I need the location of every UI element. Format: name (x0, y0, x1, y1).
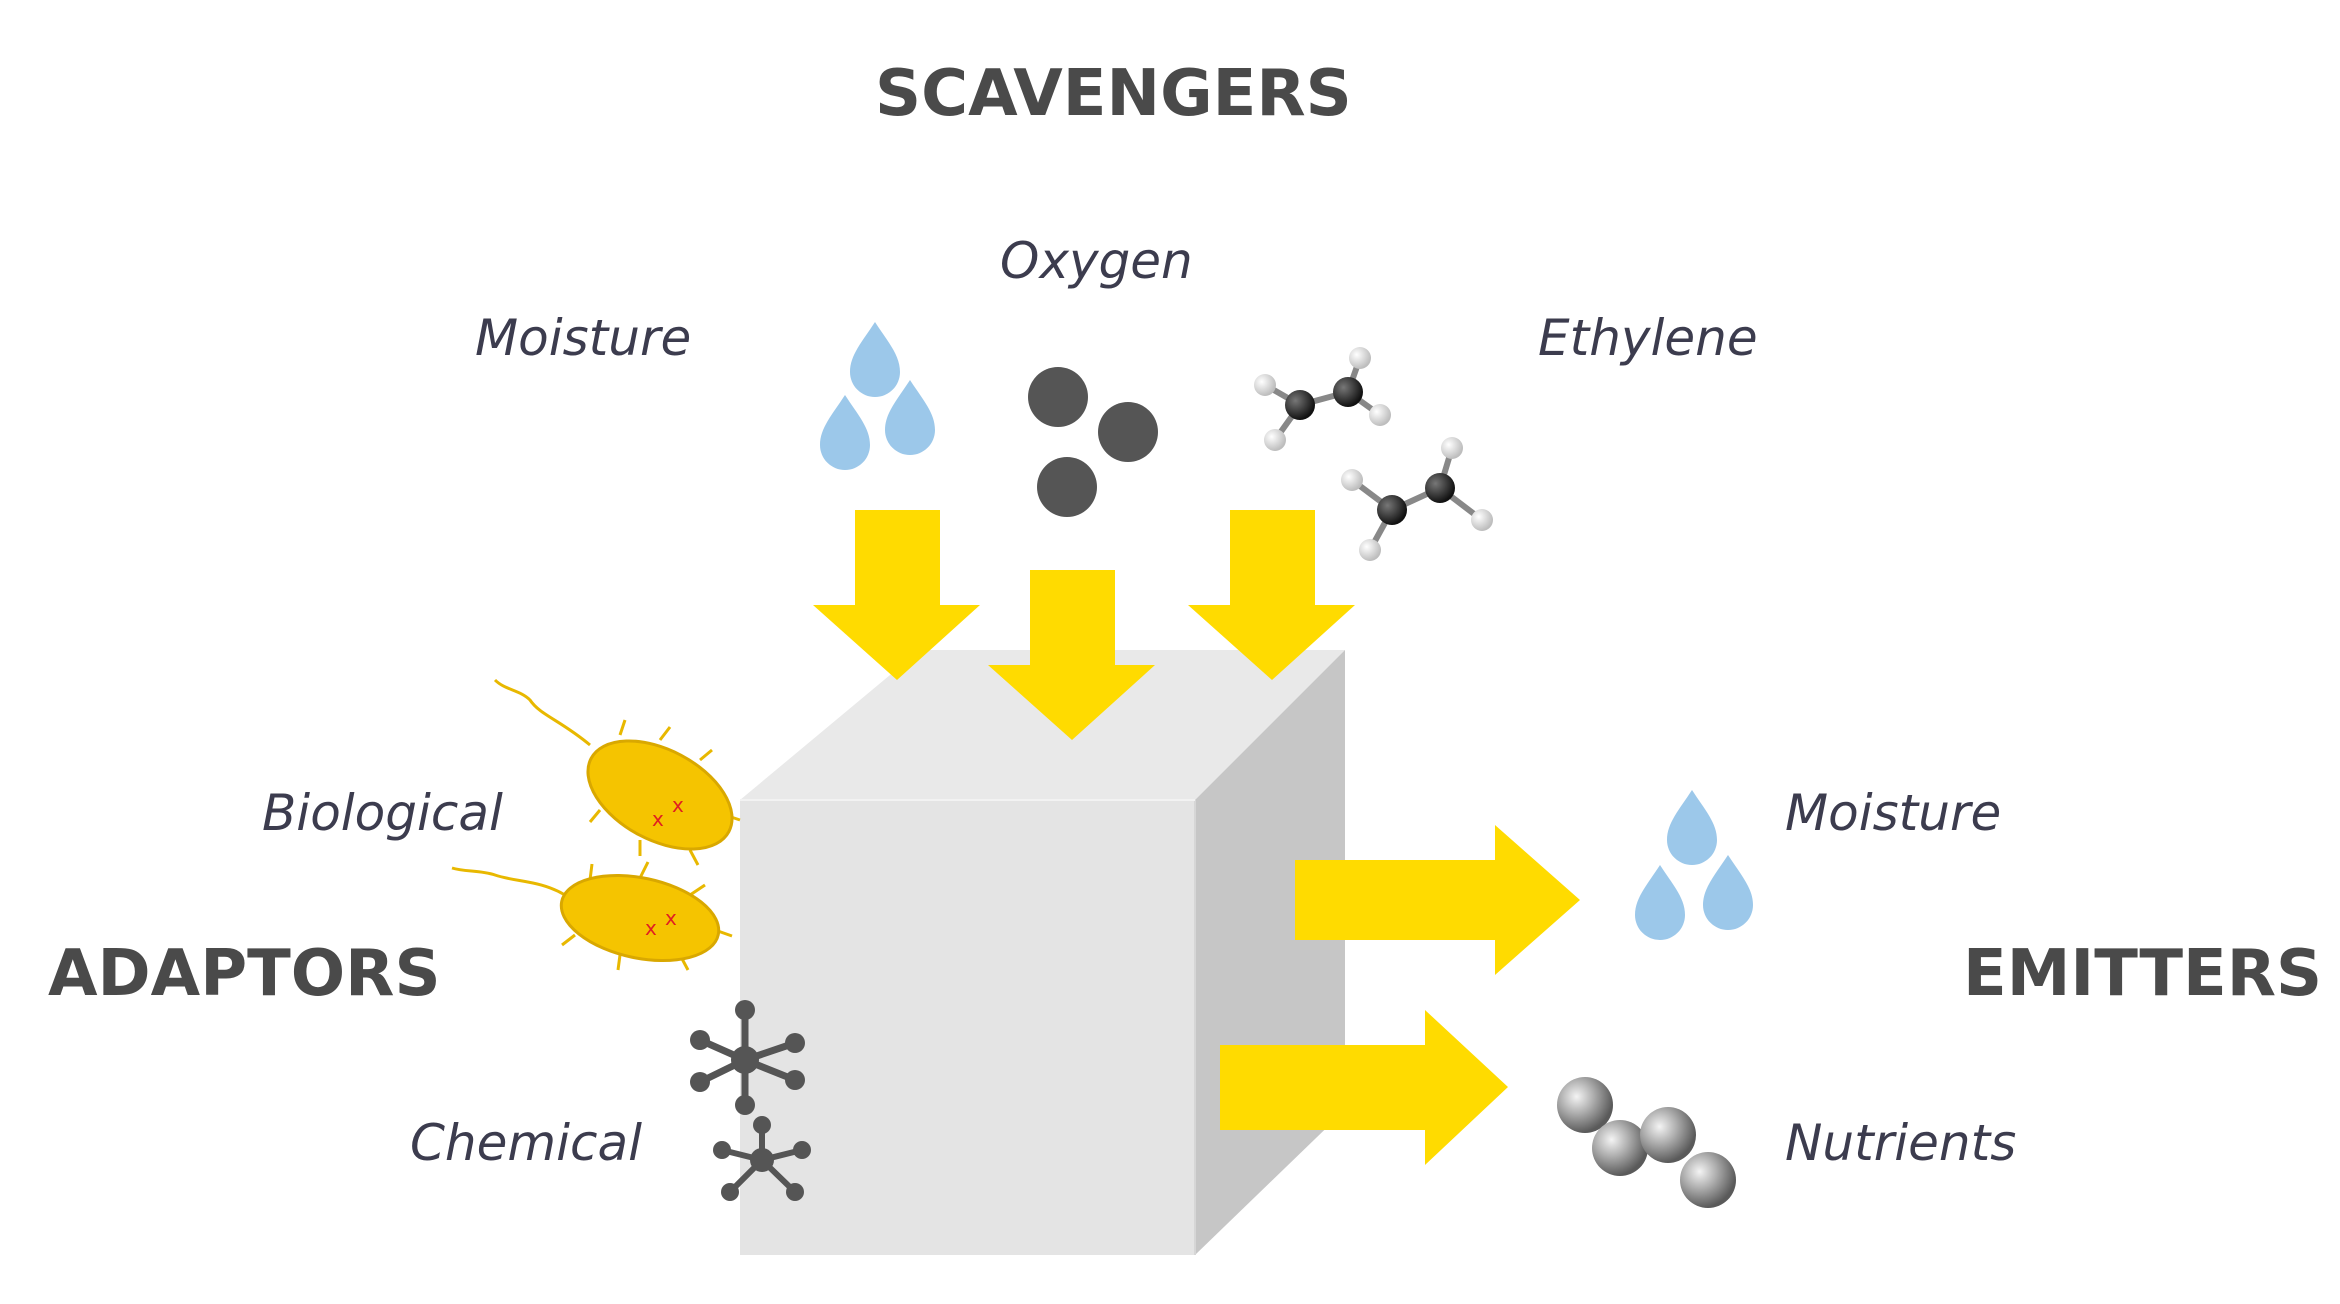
arrow-right-icon (1220, 1010, 1508, 1165)
scavengers-heading: SCAVENGERS (875, 57, 1352, 131)
ethylene-molecule-icon (1254, 347, 1391, 451)
arrow-down-icon (988, 570, 1155, 740)
emitter-nutrients-label: Nutrients (1785, 1114, 2016, 1172)
chemical-molecule-icon (690, 1000, 805, 1115)
packaging-box (740, 650, 1345, 1255)
emitter-water-drops (1635, 790, 1753, 940)
svg-text:x: x (652, 807, 664, 831)
emitter-arrows (1220, 825, 1580, 1165)
arrow-down-icon (813, 510, 980, 680)
box-top-face (740, 650, 1345, 800)
water-drop-icon (1703, 855, 1753, 930)
nutrient-sphere-icon (1557, 1077, 1613, 1133)
oxygen-molecules (1028, 367, 1158, 517)
scavenger-moisture-label: Moisture (475, 309, 691, 367)
scavenger-water-drops (820, 322, 935, 470)
chemical-molecule-icon (713, 1116, 811, 1201)
adaptors-heading: ADAPTORS (48, 937, 441, 1011)
nutrient-sphere-icon (1680, 1152, 1736, 1208)
adaptor-biological-label: Biological (262, 784, 503, 842)
scavenger-ethylene-label: Ethylene (1538, 309, 1758, 367)
nutrient-sphere-icon (1640, 1107, 1696, 1163)
water-drop-icon (885, 380, 935, 455)
emitter-moisture-label: Moisture (1785, 784, 2001, 842)
water-drop-icon (1667, 790, 1717, 865)
water-drop-icon (1635, 865, 1685, 940)
ethylene-molecule-icon (1341, 437, 1493, 561)
oxygen-molecule-icon (1028, 367, 1088, 427)
water-drop-icon (850, 322, 900, 397)
oxygen-molecule-icon (1037, 457, 1097, 517)
emitters-heading: EMITTERS (1963, 937, 2322, 1011)
bacteria-icon: x x (493, 678, 741, 866)
water-drop-icon (820, 395, 870, 470)
arrow-down-icon (1188, 510, 1355, 680)
scavenger-arrows (813, 510, 1355, 740)
arrow-right-icon (1295, 825, 1580, 975)
nutrient-sphere-icon (1592, 1120, 1648, 1176)
bacteria-icon: x x (451, 861, 733, 971)
adaptor-chemical-label: Chemical (410, 1114, 642, 1172)
oxygen-molecule-icon (1098, 402, 1158, 462)
svg-text:x: x (645, 916, 657, 940)
nutrient-spheres (1557, 1077, 1736, 1208)
svg-text:x: x (672, 793, 684, 817)
box-front-face (740, 800, 1195, 1255)
scavenger-oxygen-label: Oxygen (1000, 232, 1193, 290)
svg-text:x: x (665, 906, 677, 930)
